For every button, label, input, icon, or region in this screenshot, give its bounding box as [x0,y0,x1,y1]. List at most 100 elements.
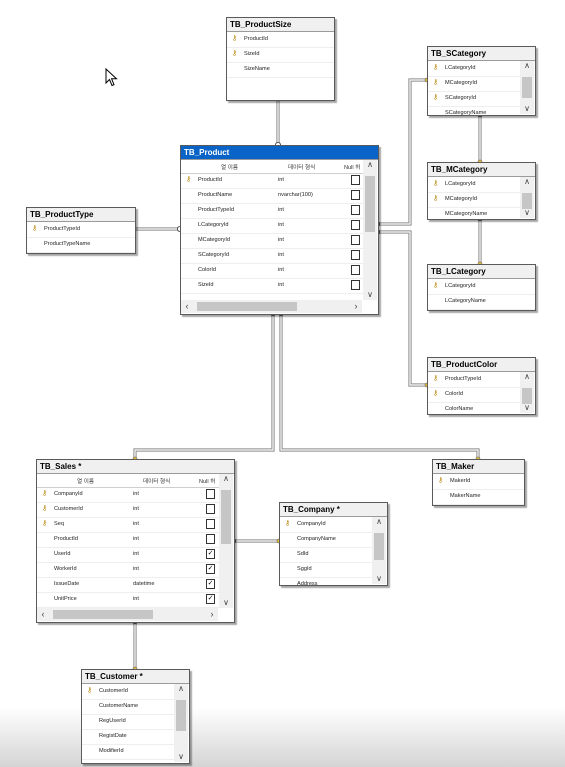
horizontal-scrollbar[interactable]: ‹› [37,608,218,621]
table-title[interactable]: TB_LCategory [428,265,535,279]
column-row[interactable]: CompanyName [280,532,372,548]
scroll-thumb[interactable] [197,302,297,311]
allow-null-checkbox[interactable]: ✓ [206,579,215,589]
rel-product-productcolor[interactable] [377,230,427,387]
allow-null-checkbox[interactable]: ✓ [206,549,215,559]
vertical-scrollbar[interactable]: ∧∨ [520,177,534,218]
column-row[interactable]: ColorName [428,402,520,414]
scroll-up-icon[interactable]: ∧ [524,177,530,186]
scroll-thumb[interactable] [221,490,231,544]
table-title[interactable]: TB_ProductColor [428,358,535,372]
scroll-thumb[interactable] [374,533,384,560]
column-row[interactable]: ⚷LCategoryId [428,279,535,295]
scroll-down-icon[interactable]: ∨ [223,598,229,607]
allow-null-checkbox[interactable] [206,504,215,514]
scroll-down-icon[interactable]: ∨ [178,752,184,761]
vertical-scrollbar[interactable]: ∧∨ [372,517,386,584]
scroll-thumb[interactable] [53,610,153,619]
column-row[interactable]: Address [280,577,372,585]
scroll-up-icon[interactable]: ∧ [376,517,382,526]
column-row[interactable]: MakerName [433,489,524,505]
column-row[interactable]: RegistDate [82,729,174,745]
column-row[interactable]: ⚷MakerId [433,474,524,490]
table-scategory[interactable]: TB_SCategory⚷LCategoryId⚷MCategoryId⚷SCa… [427,46,536,116]
column-row[interactable]: ⚷MCategoryId [428,192,520,208]
column-row[interactable]: ProductTypeName [27,237,135,253]
allow-null-checkbox[interactable] [351,175,360,185]
scroll-down-icon[interactable]: ∨ [367,290,373,299]
scroll-up-icon[interactable]: ∧ [223,474,229,483]
scroll-up-icon[interactable]: ∧ [178,684,184,693]
allow-null-checkbox[interactable] [351,265,360,275]
table-title[interactable]: TB_ProductSize [227,18,334,32]
scroll-left-icon[interactable]: ‹ [185,301,189,311]
column-row[interactable]: ⚷SizeId [227,47,334,63]
table-title[interactable]: TB_SCategory [428,47,535,61]
allow-null-checkbox[interactable] [351,250,360,260]
scroll-thumb[interactable] [365,176,375,232]
scroll-down-icon[interactable]: ∨ [524,104,530,113]
scroll-right-icon[interactable]: › [354,301,358,311]
rel-product-scategory[interactable] [377,78,427,226]
allow-null-checkbox[interactable] [206,519,215,529]
table-title[interactable]: TB_MCategory [428,163,535,177]
scroll-thumb[interactable] [522,388,532,405]
column-row[interactable]: SizeName [227,62,334,78]
vertical-scrollbar[interactable]: ∧∨ [219,474,233,608]
column-row[interactable]: ⚷ProductId [227,32,334,48]
scroll-down-icon[interactable]: ∨ [524,208,530,217]
allow-null-checkbox[interactable] [351,280,360,290]
scroll-right-icon[interactable]: › [210,609,214,619]
scroll-thumb[interactable] [522,77,532,99]
scroll-thumb[interactable] [176,700,186,732]
table-title[interactable]: TB_Product [181,146,378,160]
horizontal-scrollbar[interactable]: ‹› [181,300,362,313]
allow-null-checkbox[interactable] [206,489,215,499]
column-row[interactable]: CustomerName [82,699,174,715]
vertical-scrollbar[interactable]: ∧∨ [520,61,534,114]
allow-null-checkbox[interactable] [351,220,360,230]
column-row[interactable]: ⚷LCategoryId [428,61,520,77]
column-row[interactable]: ⚷CompanyId [280,517,372,533]
column-row[interactable]: SCategoryName [428,106,520,115]
allow-null-checkbox[interactable] [351,190,360,200]
allow-null-checkbox[interactable] [206,534,215,544]
column-row[interactable]: ⚷ProductTypeId [428,372,520,388]
table-title[interactable]: TB_Company * [280,503,387,517]
rel-product-sales[interactable] [133,313,275,459]
column-row[interactable]: MCategoryName [428,207,520,219]
allow-null-checkbox[interactable]: ✓ [206,564,215,574]
column-row[interactable]: SggId [280,562,372,578]
column-row[interactable]: ⚷CustomerId [82,684,174,700]
column-row[interactable]: SdId [280,547,372,563]
column-row[interactable]: ⚷ProductTypeId [27,222,135,238]
column-row[interactable]: ⚷ColorId [428,387,520,403]
table-title[interactable]: TB_Customer * [82,670,189,684]
table-title[interactable]: TB_Maker [433,460,524,474]
column-row[interactable]: LCategoryName [428,294,535,310]
